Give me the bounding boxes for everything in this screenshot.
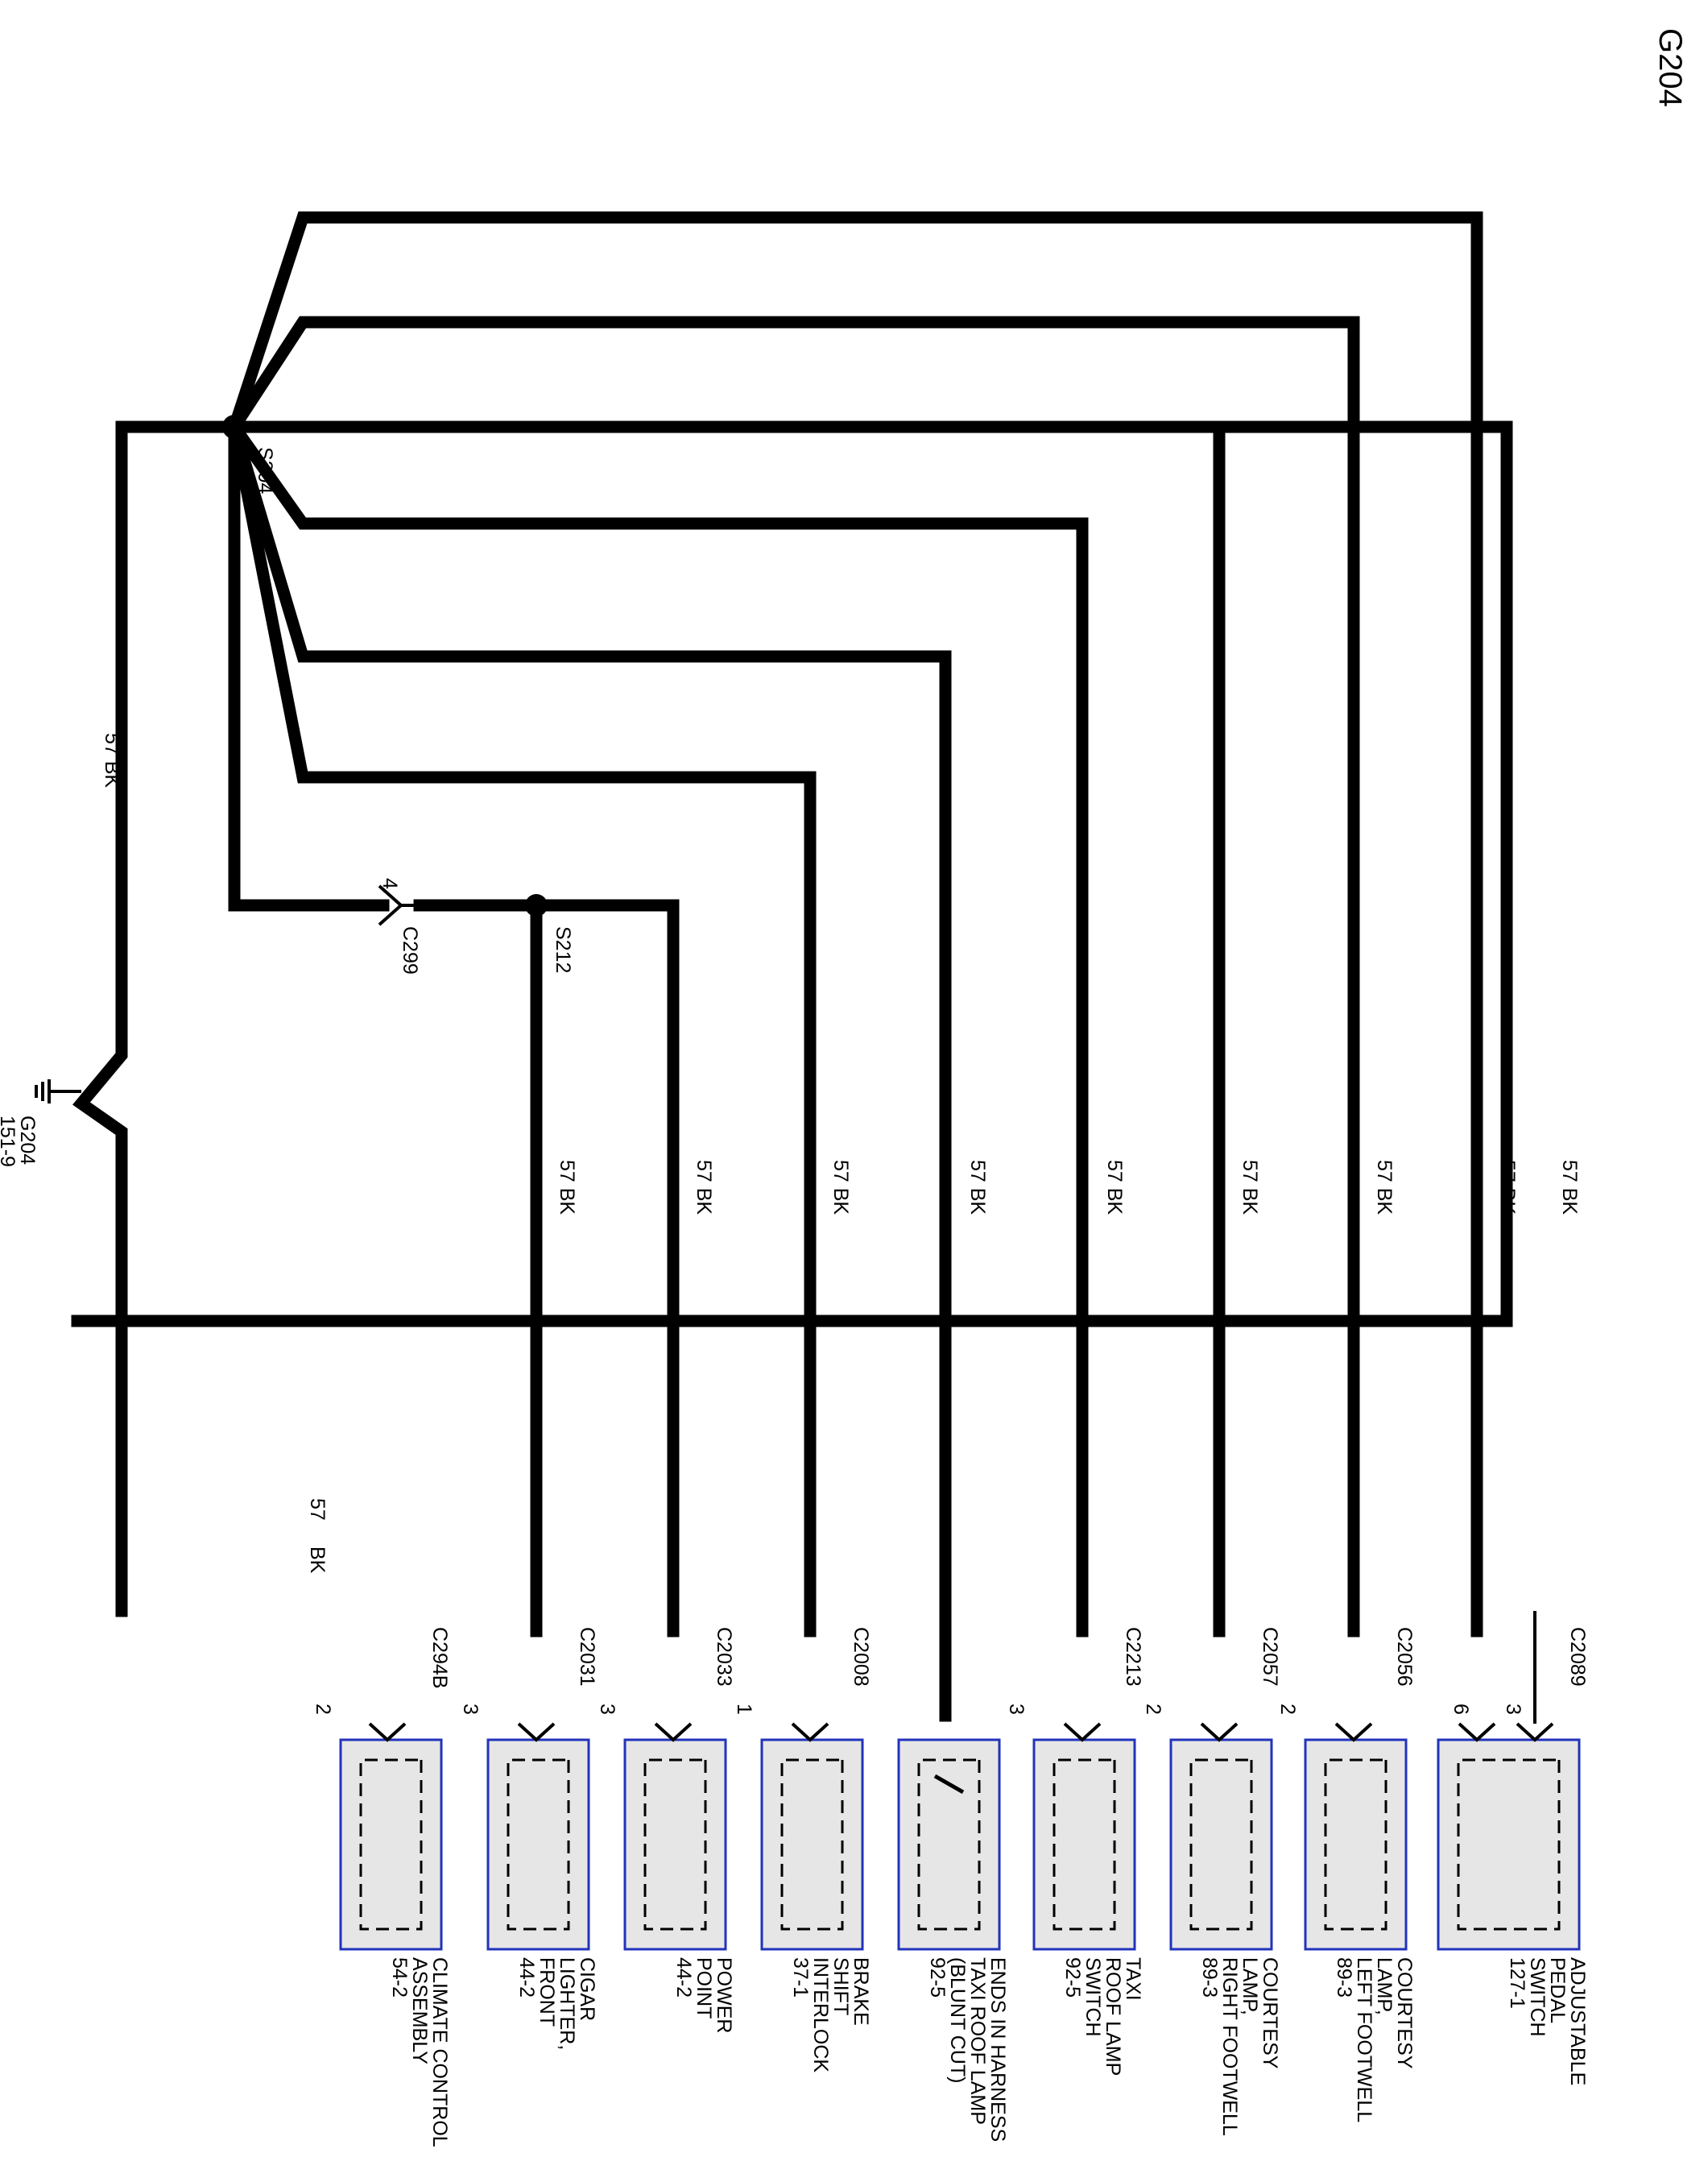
pin-cigar: 3	[459, 1704, 482, 1715]
label-brake-0: BRAKE	[850, 1957, 872, 2026]
component-taxi-roof-lamp-switch	[1032, 1722, 1136, 1951]
label-pedal-0: ADJUSTABLE	[1566, 1957, 1589, 2085]
label-taxi-2: SWITCH	[1081, 1957, 1104, 2037]
wire-taxi-roof-blunt	[226, 419, 952, 1722]
wire-power-point	[530, 899, 680, 1638]
wire-s204-c299	[228, 420, 390, 912]
label-left-1: LAMP,	[1373, 1957, 1396, 2015]
label-ends-3: 92-5	[926, 1957, 949, 1998]
label-climate-0: CLIMATE CONTROL	[428, 1957, 451, 2147]
pin-power: 3	[596, 1704, 618, 1715]
wire-label-3: 57 BK	[966, 1160, 989, 1215]
label-left-2: LEFT FOOTWELL	[1353, 1957, 1375, 2122]
pin-climate: 2	[312, 1704, 334, 1715]
connector-power: C2033	[713, 1627, 735, 1687]
connector-climate: C294B	[428, 1627, 451, 1688]
label-pedal-1: PEDAL	[1546, 1957, 1569, 2023]
label-climate-1: ASSEMBLY	[408, 1957, 431, 2064]
wire-label-1: 57 BK	[693, 1160, 715, 1215]
label-power-2: 44-2	[672, 1957, 695, 1998]
page-title: G204	[1652, 28, 1688, 107]
wire-label-climate-color: BK	[306, 1546, 329, 1574]
label-right-3: 89-3	[1198, 1957, 1221, 1998]
component-courtesy-lamp-left	[1304, 1722, 1408, 1951]
label-brake-3: 37-1	[789, 1957, 812, 1998]
label-taxi-3: 92-5	[1061, 1957, 1084, 1998]
component-ends-in-harness	[897, 1716, 1001, 1951]
label-climate-2: 54-2	[388, 1957, 411, 1998]
pin-pedal-0: 6	[1450, 1704, 1472, 1715]
connector-brake: C2008	[850, 1627, 872, 1687]
wire-label-0: 57 BK	[556, 1160, 578, 1215]
wire-label-8: 57 BK	[1558, 1160, 1581, 1215]
label-power-0: POWER	[713, 1957, 735, 2033]
label-cigar-3: 44-2	[515, 1957, 538, 1998]
label-right-0: COURTESY	[1259, 1957, 1281, 2069]
label-ends-0: ENDS IN HARNESS	[986, 1957, 1009, 2142]
component-adjustable-pedal-switch	[1437, 1611, 1581, 1951]
pin-left: 2	[1276, 1704, 1299, 1715]
wire-right-footwell	[228, 420, 1226, 1638]
splice-s204-dot	[222, 415, 246, 439]
label-ends-2: (BLUNT CUT)	[946, 1957, 969, 2083]
pin-pedal-1: 3	[1502, 1704, 1524, 1715]
label-taxi-1: ROOF LAMP	[1102, 1957, 1124, 2076]
pin-taxi: 3	[1005, 1704, 1028, 1715]
wire-label-climate-gauge: 57	[306, 1498, 329, 1521]
label-right-2: RIGHT FOOTWELL	[1218, 1957, 1241, 2136]
ground-name-label: G204	[16, 1116, 39, 1165]
label-left-0: COURTESY	[1393, 1957, 1416, 2069]
c299-pin-label: 4	[378, 878, 401, 889]
c299-label: C299	[399, 926, 421, 975]
label-cigar-1: LIGHTER,	[556, 1957, 578, 2050]
splice-s212-label: S212	[552, 926, 574, 973]
wire-label-main: 57 BK	[101, 733, 123, 788]
label-brake-2: INTERLOCK	[809, 1957, 832, 2072]
wire-label-5: 57 BK	[1239, 1160, 1261, 1215]
label-cigar-2: FRONT	[536, 1957, 558, 2027]
component-power-point	[623, 1722, 727, 1951]
label-brake-1: SHIFT	[829, 1957, 852, 2015]
label-taxi-0: TAXI	[1122, 1957, 1144, 2001]
wire-brake-shift	[227, 420, 817, 1638]
connector-cigar: C2031	[576, 1627, 598, 1687]
component-courtesy-lamp-right	[1169, 1722, 1273, 1951]
component-brake-shift-interlock	[760, 1722, 864, 1951]
wire-taxi-roof-switch	[225, 418, 1089, 1638]
wire-label-2: 57 BK	[829, 1160, 852, 1215]
connector-taxi: C2213	[1122, 1627, 1144, 1687]
wire-label-6: 57 BK	[1373, 1160, 1396, 1215]
wire-label-7: 57 BK	[1496, 1160, 1519, 1215]
label-right-1: LAMP,	[1239, 1957, 1261, 2015]
connector-pedal: C2089	[1566, 1627, 1589, 1687]
label-power-1: POINT	[693, 1957, 715, 2018]
label-pedal-3: 127-1	[1506, 1957, 1528, 2009]
pin-right: 2	[1142, 1704, 1164, 1715]
wire-left-footwell	[225, 316, 1360, 1638]
pin-brake: 1	[733, 1704, 755, 1715]
ground-ref-label: 151-9	[0, 1116, 19, 1167]
label-cigar-0: CIGAR	[576, 1957, 598, 2021]
splice-s212-dot	[525, 894, 548, 917]
wire-g204-climate	[71, 420, 1513, 1617]
ground-g204-icon	[35, 1079, 81, 1103]
component-climate-control	[339, 1722, 443, 1951]
component-cigar-lighter	[486, 1722, 590, 1951]
label-ends-1: TAXI ROOF LAMP	[966, 1957, 989, 2125]
connector-right: C2057	[1259, 1627, 1281, 1687]
c299-connector-symbol	[378, 884, 420, 926]
wire-pedal-pin6	[226, 211, 1483, 1638]
wire-label-4: 57 BK	[1103, 1160, 1126, 1215]
connector-left: C2056	[1393, 1627, 1416, 1687]
label-pedal-2: SWITCH	[1526, 1957, 1549, 2037]
label-left-3: 89-3	[1333, 1957, 1355, 1998]
splice-s204-label: S204	[254, 447, 276, 494]
